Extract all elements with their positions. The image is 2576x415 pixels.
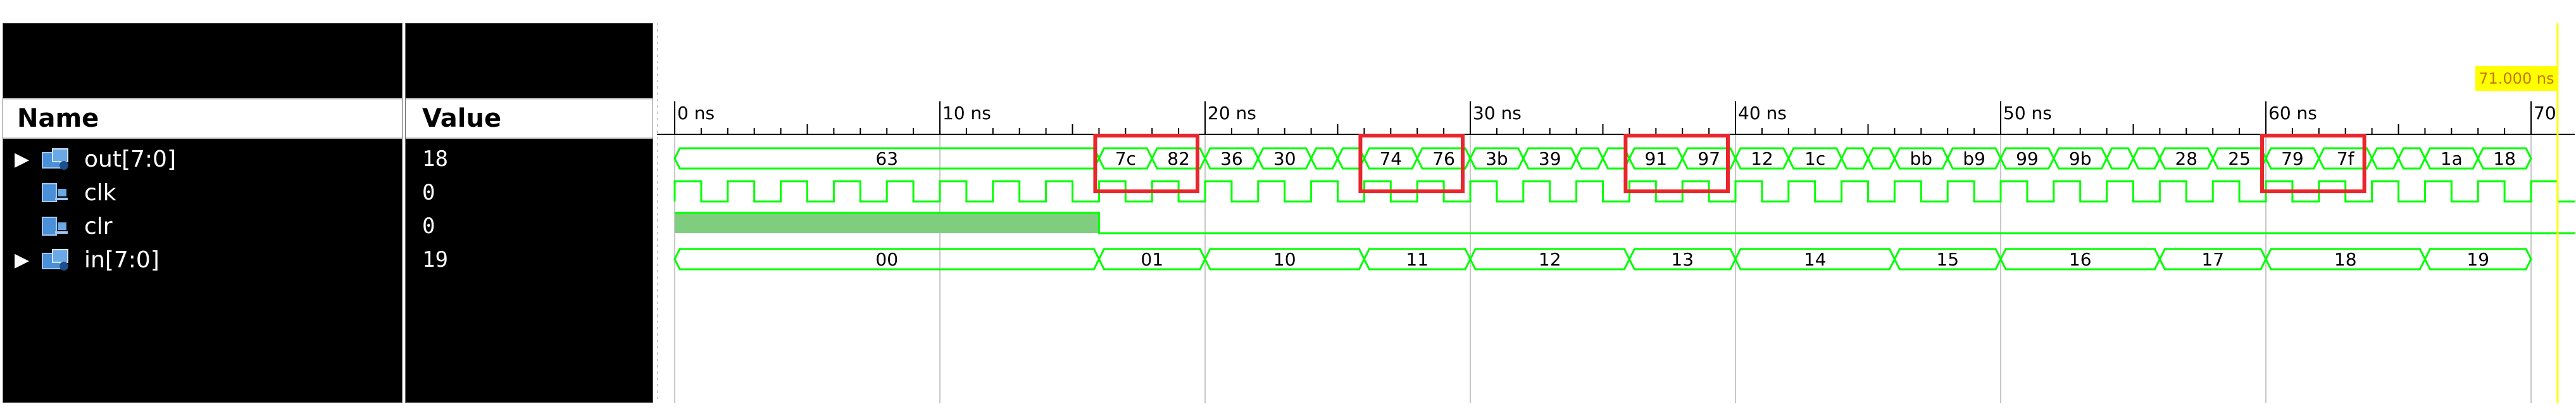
value-row-clk: 0 <box>406 177 653 208</box>
ruler-tick-label: 60 ns <box>2268 103 2317 124</box>
out-value-label: 97 <box>1698 148 1720 169</box>
expand-arrow-icon[interactable]: ▶ <box>15 148 30 170</box>
out-value-label: 25 <box>2228 148 2251 169</box>
ruler-tick-label: 70 <box>2534 103 2556 124</box>
value-row-in: 19 <box>406 245 653 275</box>
value-column-header[interactable]: Value <box>406 98 653 139</box>
signal-value: 0 <box>422 180 435 205</box>
out-value-label: 1a <box>2441 148 2463 169</box>
out-value-label: 7c <box>1115 148 1136 169</box>
expand-arrow-icon[interactable]: ▶ <box>15 248 30 271</box>
name-column-header[interactable]: Name <box>3 98 402 139</box>
clr-high-fill <box>675 213 1099 233</box>
ruler-tick-label: 50 ns <box>2003 103 2052 124</box>
in-segment <box>2423 248 2532 271</box>
value-row-out: 18 <box>406 144 653 174</box>
out-segment <box>2477 147 2532 170</box>
bus-signal-icon <box>40 146 70 172</box>
name-header-label: Name <box>17 104 99 133</box>
ruler-tick-label: 30 ns <box>1473 103 1522 124</box>
in-value-label: 17 <box>2201 249 2224 270</box>
signal-label: clk <box>84 179 116 206</box>
in-value-label: 12 <box>1539 249 1561 270</box>
signal-row-in[interactable]: ▶ in[7:0] <box>3 245 402 275</box>
ruler-tick-label: 40 ns <box>1738 103 1787 124</box>
in-value-label: 13 <box>1671 249 1694 270</box>
in-value-label: 16 <box>2069 249 2092 270</box>
highlight-box <box>2260 134 2367 193</box>
waveform-canvas[interactable]: 0 ns 10 ns 20 ns 30 ns 40 ns 50 ns 60 ns 70 63 7… <box>657 23 2575 403</box>
out-value-label: 74 <box>1379 148 1402 169</box>
out-value-label: 36 <box>1220 148 1243 169</box>
out-value-label: 30 <box>1273 148 1296 169</box>
cursor-time-label: 71.000 ns <box>2479 70 2554 87</box>
ruler-tick-label: 20 ns <box>1208 103 1256 124</box>
signal-value: 0 <box>422 214 435 239</box>
signal-label: in[7:0] <box>84 246 159 273</box>
logic-signal-icon <box>40 180 70 205</box>
signal-name-pane: Name ▶ out[7:0] clk <box>3 23 403 403</box>
in-value-label: 00 <box>875 249 898 270</box>
in-value-label: 15 <box>1936 249 1959 270</box>
signal-row-out[interactable]: ▶ out[7:0] <box>3 144 402 174</box>
signal-row-clr[interactable]: clr <box>3 211 402 241</box>
out-value-label: 12 <box>1751 148 1773 169</box>
in-value-label: 01 <box>1141 249 1163 270</box>
highlight-box <box>1093 134 1200 193</box>
out-value-label: 9b <box>2069 148 2092 169</box>
bus-signal-icon <box>40 247 70 272</box>
out-value-label: 99 <box>2016 148 2039 169</box>
cursor-time-badge <box>2475 66 2558 91</box>
in-value-label: 11 <box>1406 249 1429 270</box>
out-value-label: 91 <box>1644 148 1667 169</box>
out-value-label: 28 <box>2175 148 2198 169</box>
out-value-label: bb <box>1910 148 1933 169</box>
out-value-label: 82 <box>1167 148 1190 169</box>
in-value-label: 18 <box>2334 249 2357 270</box>
ruler-tick-label: 10 ns <box>942 103 991 124</box>
out-value-label: 3b <box>1485 148 1508 169</box>
signal-value: 19 <box>422 247 448 272</box>
signal-value-pane: Value 18 0 0 19 <box>405 23 653 403</box>
signal-row-clk[interactable]: clk <box>3 177 402 208</box>
highlight-box <box>1623 134 1730 193</box>
in-value-label: 10 <box>1273 249 1296 270</box>
signal-label: clr <box>84 213 113 239</box>
out-value-label: 79 <box>2281 148 2304 169</box>
out-value-label: 63 <box>875 148 898 169</box>
out-value-label: 1c <box>1804 148 1825 169</box>
value-row-clr: 0 <box>406 211 653 241</box>
out-value-label: 18 <box>2493 148 2516 169</box>
in-value-label: 14 <box>1804 249 1827 270</box>
out-value-label: b9 <box>1963 148 1985 169</box>
clr-waveform <box>675 212 2575 234</box>
clk-waveform <box>673 180 2575 203</box>
highlight-box <box>1358 134 1465 193</box>
signal-label: out[7:0] <box>84 146 176 172</box>
ruler-tick-label: 0 ns <box>677 103 715 124</box>
value-header-label: Value <box>422 104 502 133</box>
out-value-label: 39 <box>1539 148 1561 169</box>
out-value-label: 7f <box>2337 148 2355 169</box>
in-value-label: 19 <box>2467 249 2489 270</box>
logic-signal-icon <box>40 214 70 239</box>
out-value-label: 76 <box>1432 148 1455 169</box>
signal-value: 18 <box>422 146 448 172</box>
